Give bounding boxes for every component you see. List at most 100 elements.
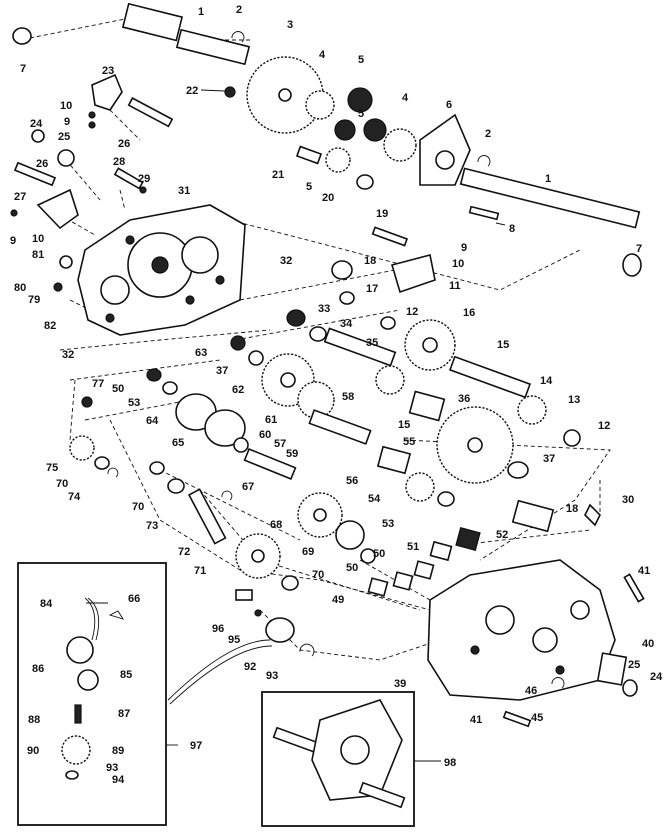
callout-70: 70 [56, 478, 68, 490]
callout-4: 4 [319, 49, 326, 61]
callout-20: 20 [322, 192, 334, 204]
callout-84: 84 [40, 598, 53, 610]
middle-gears-shafts [286, 226, 601, 597]
callout-93: 93 [106, 762, 118, 774]
part-number-labels: 1 2 3 4 5 5 4 6 2 1 7 7 22 23 10 9 24 25… [10, 4, 663, 786]
callout-34: 34 [340, 318, 353, 330]
callout-18: 18 [364, 255, 376, 267]
callout-94: 94 [112, 774, 125, 786]
callout-66: 66 [128, 593, 140, 605]
callout-60: 60 [259, 429, 271, 441]
callout-24: 24 [650, 671, 663, 683]
callout-15: 15 [497, 339, 509, 351]
callout-37: 37 [543, 453, 555, 465]
callout-3: 3 [287, 19, 293, 31]
callout-40: 40 [642, 638, 654, 650]
callout-24: 24 [30, 118, 43, 130]
callout-65: 65 [172, 437, 184, 449]
callout-59: 59 [286, 448, 298, 460]
callout-36: 36 [458, 393, 470, 405]
callout-10: 10 [60, 100, 72, 112]
callout-46: 46 [525, 685, 537, 697]
callout-31: 31 [178, 185, 190, 197]
left-gear-stack [69, 335, 372, 591]
callout-27: 27 [14, 191, 26, 203]
callout-7: 7 [20, 63, 26, 75]
callout-41: 41 [470, 714, 482, 726]
callout-50: 50 [112, 383, 124, 395]
callout-7: 7 [636, 243, 642, 255]
callout-82: 82 [44, 320, 56, 332]
callout-88: 88 [28, 714, 40, 726]
callout-35: 35 [366, 337, 378, 349]
callout-26: 26 [36, 158, 48, 170]
callout-73: 73 [146, 520, 158, 532]
callout-63: 63 [195, 347, 207, 359]
callout-25: 25 [58, 131, 70, 143]
callout-33: 33 [318, 303, 330, 315]
callout-9: 9 [10, 235, 16, 247]
callout-79: 79 [28, 294, 40, 306]
callout-96: 96 [212, 623, 224, 635]
callout-90: 90 [27, 745, 39, 757]
callout-97: 97 [190, 740, 202, 752]
callout-53: 53 [382, 518, 394, 530]
callout-55: 55 [403, 436, 415, 448]
callout-68: 68 [270, 519, 282, 531]
callout-50: 50 [346, 562, 358, 574]
callout-9: 9 [64, 116, 70, 128]
callout-72: 72 [178, 546, 190, 558]
callout-16: 16 [463, 307, 475, 319]
callout-81: 81 [32, 249, 44, 261]
callout-62: 62 [232, 384, 244, 396]
callout-5: 5 [358, 54, 364, 66]
transmission-case [77, 204, 246, 336]
callout-39: 39 [394, 678, 406, 690]
callout-10: 10 [32, 233, 44, 245]
callout-51: 51 [407, 541, 419, 553]
callout-74: 74 [68, 491, 81, 503]
callout-19: 19 [376, 208, 388, 220]
callout-21: 21 [272, 169, 284, 181]
callout-29: 29 [138, 173, 150, 185]
callout-9: 9 [461, 242, 467, 254]
callout-14: 14 [540, 375, 553, 387]
callout-54: 54 [368, 493, 381, 505]
callout-52: 52 [496, 529, 508, 541]
callout-12: 12 [598, 420, 610, 432]
callout-69: 69 [302, 546, 314, 558]
callout-30: 30 [622, 494, 634, 506]
callout-58: 58 [342, 391, 354, 403]
callout-2: 2 [236, 4, 242, 16]
callout-23: 23 [102, 65, 114, 77]
callout-89: 89 [112, 745, 124, 757]
callout-70: 70 [312, 569, 324, 581]
callout-85: 85 [120, 669, 132, 681]
callout-86: 86 [32, 663, 44, 675]
callout-2: 2 [485, 128, 491, 140]
callout-10: 10 [452, 258, 464, 270]
callout-80: 80 [14, 282, 26, 294]
inset-assembled-transaxle [261, 691, 415, 827]
callout-26: 26 [118, 138, 130, 150]
lower-housing [167, 559, 645, 728]
callout-98: 98 [444, 757, 456, 769]
callout-92: 92 [244, 661, 256, 673]
callout-5: 5 [306, 181, 312, 193]
callout-49: 49 [332, 594, 344, 606]
callout-32: 32 [280, 255, 292, 267]
callout-67: 67 [242, 481, 254, 493]
callout-5: 5 [358, 108, 364, 120]
callout-28: 28 [113, 156, 125, 168]
callout-25: 25 [628, 659, 640, 671]
callout-45: 45 [531, 712, 543, 724]
callout-53: 53 [128, 397, 140, 409]
callout-18: 18 [566, 503, 578, 515]
callout-12: 12 [406, 306, 418, 318]
callout-57: 57 [274, 438, 286, 450]
callout-15: 15 [398, 419, 410, 431]
callout-93: 93 [266, 670, 278, 682]
callout-6: 6 [446, 99, 452, 111]
callout-37: 37 [216, 365, 228, 377]
callout-61: 61 [265, 414, 277, 426]
